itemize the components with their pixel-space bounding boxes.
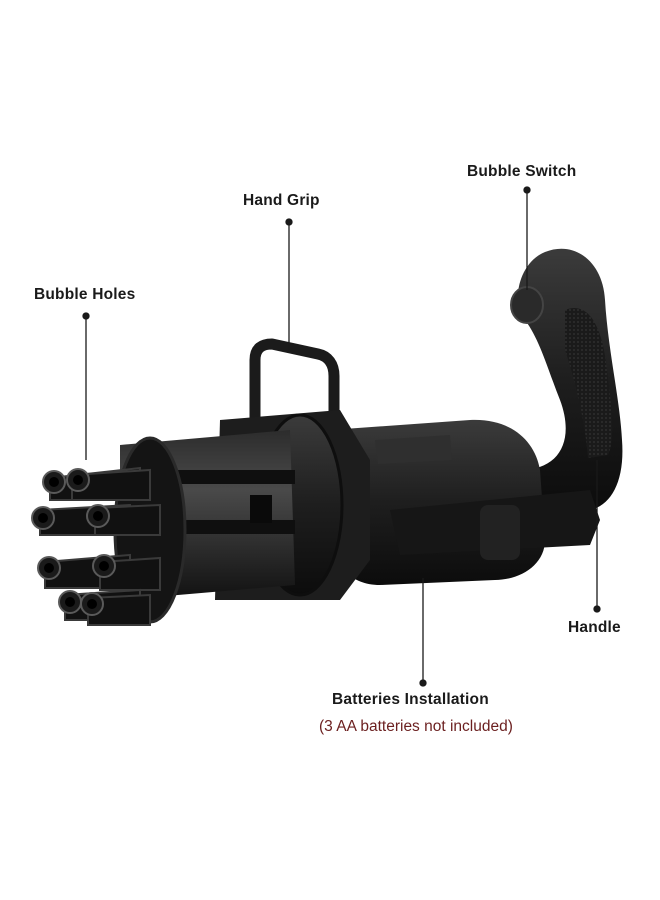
main-body bbox=[330, 419, 600, 585]
batteries-note: (3 AA batteries not included) bbox=[319, 718, 513, 735]
batteries-installation-label: Batteries Installation bbox=[332, 691, 489, 708]
hand-grip-label: Hand Grip bbox=[243, 192, 320, 209]
handle-label: Handle bbox=[568, 619, 621, 636]
bubble-holes-part bbox=[31, 466, 161, 626]
hand-grip-part bbox=[249, 338, 340, 430]
bubble-holes-label: Bubble Holes bbox=[34, 286, 136, 303]
bubble-switch-label: Bubble Switch bbox=[467, 163, 577, 180]
leader-lines bbox=[82, 186, 601, 687]
